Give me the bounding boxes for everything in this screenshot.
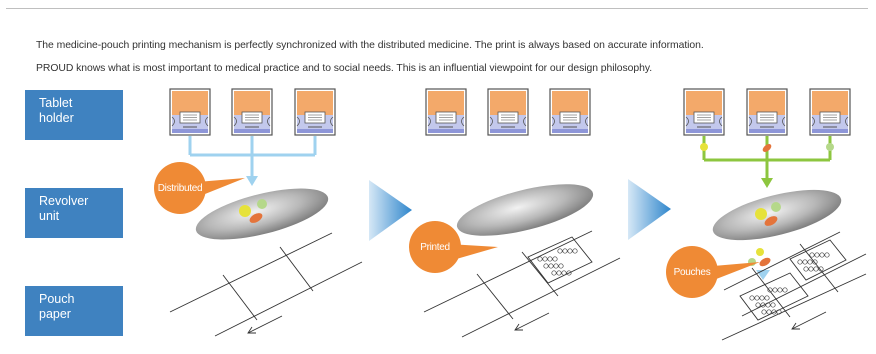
pouches-callout xyxy=(666,246,718,298)
tablet-holder-label-line-1: Tablet xyxy=(39,96,73,110)
pouch-paper-strip xyxy=(169,232,363,337)
pouch-paper-label: Pouch paper xyxy=(25,286,123,336)
pill-icon xyxy=(771,202,781,212)
panel-2: Printed xyxy=(409,88,621,338)
tablet-holder-icon xyxy=(231,88,273,136)
feed-arrow xyxy=(791,311,827,330)
intro-text: The medicine-pouch printing mechanism is… xyxy=(36,34,866,80)
pouch-paper-strip xyxy=(423,230,621,338)
distributed-callout xyxy=(154,162,206,214)
arrow-down-icon xyxy=(756,270,770,280)
revolver-unit-label-line-1: Revolver xyxy=(39,194,89,208)
revolver-unit-label-line-2: unit xyxy=(39,209,60,223)
pouches-callout-text: Pouches xyxy=(674,267,711,278)
tablet-holder-icon xyxy=(294,88,336,136)
pill-icon xyxy=(755,208,767,220)
step-arrow-icon xyxy=(628,179,671,240)
arrow-down-icon xyxy=(246,176,258,186)
pill-icon xyxy=(700,143,708,151)
capsule-icon xyxy=(762,144,772,152)
panel-frame xyxy=(6,8,868,349)
distribution-lines xyxy=(188,136,317,178)
pouch-paper-strip xyxy=(721,231,867,341)
capsule-icon xyxy=(759,257,771,267)
step-arrow-icon xyxy=(369,180,412,241)
tablet-holder-icon xyxy=(809,88,851,136)
tablet-holder-icon xyxy=(169,88,211,136)
printed-callout-text: Printed xyxy=(420,242,450,253)
capsule-icon xyxy=(764,216,778,226)
printed-callout xyxy=(409,221,461,273)
tablet-holder-icon xyxy=(425,88,467,136)
revolver-unit-label: Revolver unit xyxy=(25,188,123,238)
distribution-lines xyxy=(702,136,832,180)
arrow-down-icon xyxy=(761,178,773,188)
revolver-disc xyxy=(712,189,842,241)
revolver-disc xyxy=(195,188,329,240)
revolver-disc xyxy=(456,184,594,236)
tablet-holder-label: Tablet holder xyxy=(25,90,123,140)
intro-line-2: PROUD knows what is most important to me… xyxy=(36,63,653,74)
panel-3: Pouches xyxy=(666,88,867,341)
tablet-holder-icon xyxy=(487,88,529,136)
printed-info-block xyxy=(537,248,578,276)
panel-1: Distributed xyxy=(154,88,363,337)
pill-icon xyxy=(239,205,251,217)
tablet-holder-icon xyxy=(549,88,591,136)
tablet-holder-icon xyxy=(683,88,725,136)
pill-icon xyxy=(826,143,834,151)
tablet-holder-label-line-2: holder xyxy=(39,111,74,125)
pouch-paper-label-line-1: Pouch xyxy=(39,292,75,306)
pill-icon xyxy=(756,248,764,256)
tablet-holder-icon xyxy=(746,88,788,136)
pill-icon xyxy=(257,199,267,209)
feed-arrow xyxy=(247,315,283,334)
intro-line-1: The medicine-pouch printing mechanism is… xyxy=(36,40,704,51)
capsule-icon xyxy=(249,213,263,223)
pouch-paper-label-line-2: paper xyxy=(39,307,71,321)
distributed-callout-text: Distributed xyxy=(158,183,203,194)
feed-arrow xyxy=(514,312,550,331)
